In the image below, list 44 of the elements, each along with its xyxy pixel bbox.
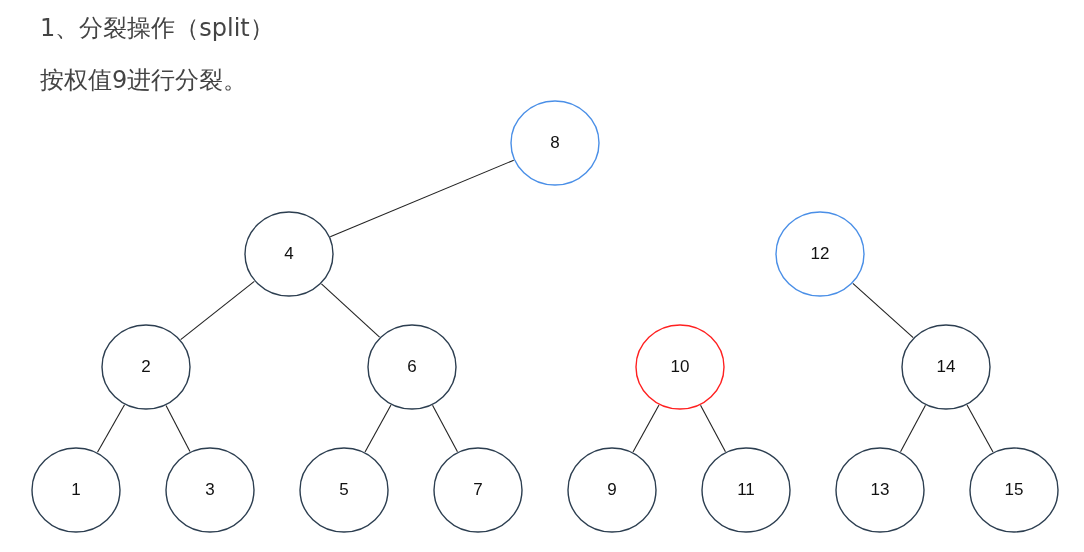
connector-line [96, 404, 126, 453]
node-number: 6 [407, 357, 417, 377]
tree-node-circle [165, 447, 255, 533]
tree-node-circle [901, 324, 991, 410]
description-text: 按权值9进行分裂。 [40, 65, 248, 96]
connector-line [320, 283, 381, 338]
node-number: 11 [737, 480, 755, 500]
node-number: 9 [607, 480, 617, 500]
tree-node-circle [244, 211, 334, 297]
tree-node-circle [101, 324, 191, 410]
tree-node-circle [567, 447, 657, 533]
connector-line [900, 404, 926, 453]
tree-node-circle [775, 211, 865, 297]
tree-node-circle [367, 324, 457, 410]
tree-node-circle [969, 447, 1059, 533]
heading: 1、分裂操作（split） [40, 13, 274, 44]
tree-node-circle [635, 324, 725, 410]
connector-line [431, 404, 459, 453]
node-number: 2 [141, 357, 151, 377]
tree-node-circle [433, 447, 523, 533]
connector-line [180, 280, 255, 341]
tree-node-circle [701, 447, 791, 533]
connector-line [329, 159, 515, 238]
node-number: 3 [205, 480, 215, 500]
connector-line [966, 404, 994, 453]
node-number: 4 [284, 244, 294, 264]
node-number: 1 [71, 480, 81, 500]
tree-node-circle [835, 447, 925, 533]
connector-line [852, 282, 914, 339]
node-number: 5 [339, 480, 349, 500]
connector-line [165, 404, 191, 453]
node-number: 10 [670, 357, 690, 377]
node-number: 14 [936, 357, 956, 377]
node-number: 7 [473, 480, 483, 500]
node-number: 15 [1004, 480, 1024, 500]
tree-node-circle [31, 447, 121, 533]
node-number: 13 [870, 480, 890, 500]
node-number: 8 [550, 133, 560, 153]
tree-node-circle [510, 100, 600, 186]
tree-node-circle [299, 447, 389, 533]
connector-line [700, 404, 726, 453]
connector-line [364, 404, 392, 453]
node-number: 12 [810, 244, 830, 264]
connector-line [632, 404, 660, 453]
